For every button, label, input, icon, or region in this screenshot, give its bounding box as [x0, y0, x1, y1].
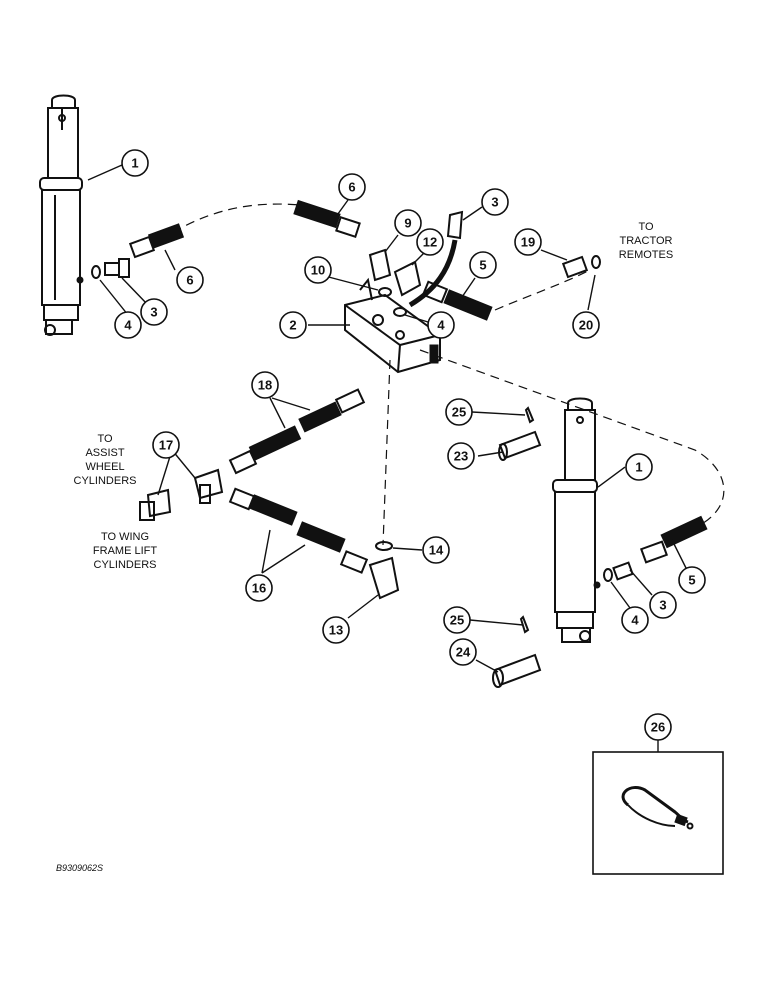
- valve-fittings: [368, 210, 464, 317]
- svg-text:9: 9: [404, 216, 411, 231]
- svg-text:25: 25: [450, 613, 464, 628]
- svg-text:4: 4: [631, 613, 639, 628]
- callout-5-right: 5: [678, 566, 706, 594]
- svg-text:20: 20: [579, 318, 593, 333]
- tractor-remote-fittings: [561, 255, 601, 279]
- callout-12: 12: [416, 228, 444, 256]
- svg-text:4: 4: [124, 318, 132, 333]
- svg-text:14: 14: [429, 543, 444, 558]
- callout-6-top: 6: [338, 173, 366, 201]
- svg-text:24: 24: [456, 645, 471, 660]
- callout-25-bottom: 25: [443, 606, 471, 634]
- callout-5-top: 5: [469, 251, 497, 279]
- svg-text:25: 25: [452, 405, 466, 420]
- svg-text:TO WING: TO WING: [101, 531, 149, 543]
- hose-route-dashed-long: [419, 349, 725, 526]
- svg-text:5: 5: [688, 573, 695, 588]
- callout-9: 9: [394, 209, 422, 237]
- hoses-wing: [228, 487, 369, 574]
- svg-text:16: 16: [252, 581, 266, 596]
- pins: [492, 406, 542, 688]
- svg-text:1: 1: [131, 156, 138, 171]
- note-assist-wheel-cylinders: TO ASSIST WHEEL CYLINDERS: [74, 433, 137, 487]
- svg-text:18: 18: [258, 378, 272, 393]
- note-wing-frame-lift-cylinders: TO WING FRAME LIFT CYLINDERS: [93, 531, 157, 571]
- svg-text:4: 4: [437, 318, 445, 333]
- callout-3-left: 3: [140, 298, 168, 326]
- lift-cylinder-left: [39, 94, 84, 336]
- hose-route-dashed-right: [494, 269, 591, 311]
- callout-4-left: 4: [114, 311, 142, 339]
- callout-3-right: 3: [649, 591, 677, 619]
- svg-text:26: 26: [651, 720, 665, 735]
- callout-24: 24: [449, 638, 477, 666]
- callout-13: 13: [322, 616, 350, 644]
- hose-route-dashed-vertical: [382, 359, 391, 546]
- inset-box-26: [592, 751, 724, 875]
- callout-23: 23: [447, 442, 475, 470]
- svg-text:19: 19: [521, 235, 535, 250]
- callout-1-left: 1: [121, 149, 149, 177]
- svg-text:13: 13: [329, 623, 343, 638]
- svg-text:23: 23: [454, 449, 468, 464]
- fittings-left: [91, 223, 185, 279]
- svg-text:CYLINDERS: CYLINDERS: [74, 475, 137, 487]
- callout-25-top: 25: [445, 398, 473, 426]
- svg-text:17: 17: [159, 438, 173, 453]
- callout-6-left: 6: [176, 266, 204, 294]
- svg-text:CYLINDERS: CYLINDERS: [94, 559, 157, 571]
- svg-text:10: 10: [311, 263, 325, 278]
- svg-text:3: 3: [150, 305, 157, 320]
- svg-text:2: 2: [289, 318, 296, 333]
- callout-3-top: 3: [481, 188, 509, 216]
- tee-fittings: [139, 468, 224, 521]
- svg-text:REMOTES: REMOTES: [619, 249, 673, 261]
- callout-18: 18: [251, 371, 279, 399]
- callout-20: 20: [572, 311, 600, 339]
- svg-text:1: 1: [635, 460, 642, 475]
- callout-19: 19: [514, 228, 542, 256]
- leader-lines: [87, 164, 687, 752]
- svg-text:ASSIST: ASSIST: [85, 447, 124, 459]
- callout-10: 10: [304, 256, 332, 284]
- callout-1-right: 1: [625, 453, 653, 481]
- elbow-fitting: [368, 541, 400, 600]
- svg-text:6: 6: [348, 180, 355, 195]
- note-tractor-remotes: TO TRACTOR REMOTES: [619, 221, 673, 261]
- reference-number: B9309062S: [56, 863, 103, 873]
- svg-text:TRACTOR: TRACTOR: [620, 235, 673, 247]
- svg-text:3: 3: [491, 195, 498, 210]
- svg-text:12: 12: [423, 235, 437, 250]
- svg-text:5: 5: [479, 258, 486, 273]
- svg-text:6: 6: [186, 273, 193, 288]
- svg-text:3: 3: [659, 598, 666, 613]
- hose-top: [293, 199, 361, 239]
- callout-16: 16: [245, 574, 273, 602]
- callout-17: 17: [152, 431, 180, 459]
- hoses-assist: [228, 388, 366, 475]
- svg-text:TO: TO: [638, 221, 654, 233]
- selector-valve: [344, 277, 441, 374]
- svg-text:TO: TO: [97, 433, 113, 445]
- svg-text:FRAME LIFT: FRAME LIFT: [93, 545, 157, 557]
- callout-14: 14: [422, 536, 450, 564]
- callout-4-valve: 4: [427, 311, 455, 339]
- svg-text:WHEEL: WHEEL: [85, 461, 124, 473]
- callout-4-right: 4: [621, 606, 649, 634]
- hose-right: [421, 280, 493, 321]
- callout-2: 2: [279, 311, 307, 339]
- callout-26: 26: [644, 713, 672, 741]
- lift-cylinder-right: [552, 397, 601, 643]
